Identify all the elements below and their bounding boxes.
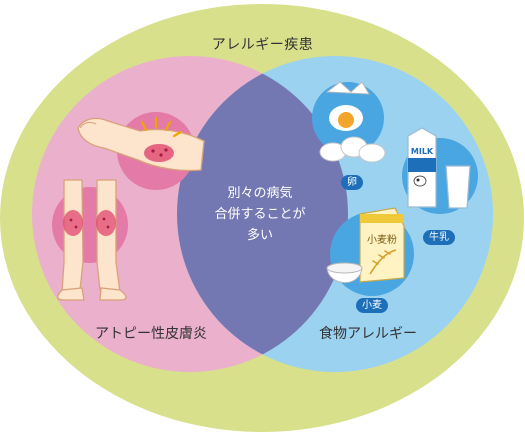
center-note: 別々の病気 合併することが 多い [200, 183, 320, 246]
legs-rash-icon [52, 179, 128, 301]
outer-title: アレルギー疾患 [211, 37, 314, 53]
center-note-line-1: 別々の病気 [227, 186, 293, 201]
milk-badge: 牛乳 [423, 230, 455, 245]
flour-bowl-icon [326, 262, 363, 283]
egg-badge: 卵 [341, 175, 363, 190]
center-note-line-2: 合併することが [214, 207, 306, 222]
center-note-line-3: 多い [246, 228, 273, 243]
flour-bag-text: 小麦粉 [367, 233, 397, 246]
wheat-badge: 小麦 [356, 298, 388, 313]
arm-rash-icon [77, 112, 205, 190]
overlap-region [177, 56, 348, 372]
milk-glass-icon [445, 165, 471, 209]
carton-text: MILK [411, 147, 434, 156]
left-circle-label: アトピー性皮膚炎 [95, 326, 207, 342]
right-circle-label: 食物アレルギー [319, 326, 417, 342]
egg-icon [312, 81, 386, 163]
